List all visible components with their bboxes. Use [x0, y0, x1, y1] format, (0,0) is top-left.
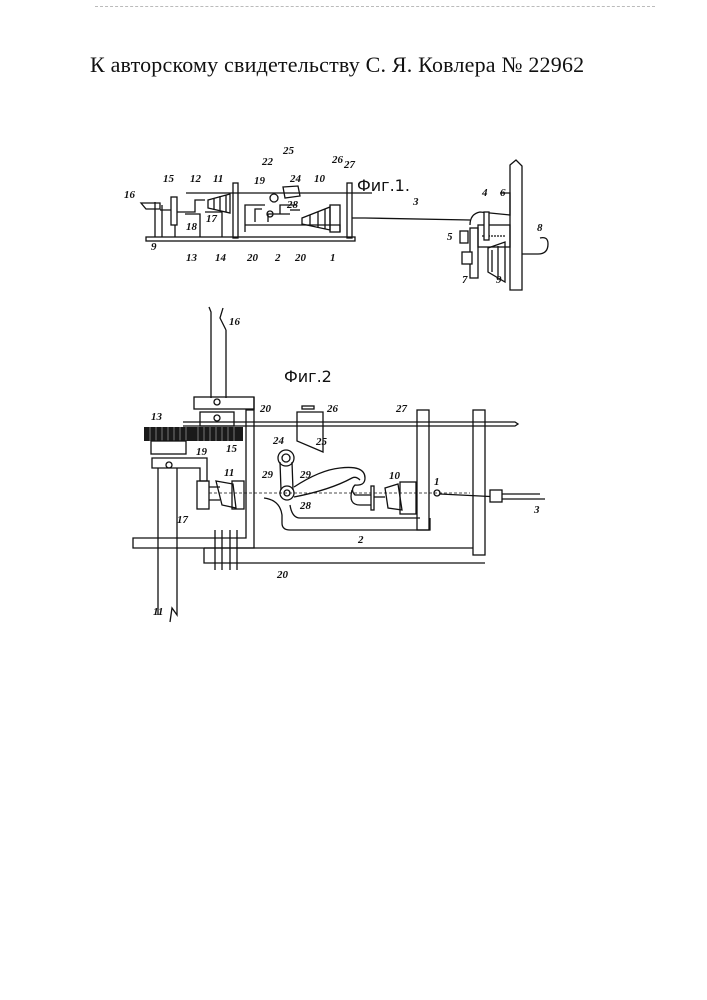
part-label: 7 — [462, 274, 468, 286]
part-label: 9 — [151, 241, 157, 253]
part-label: 26 — [326, 403, 339, 415]
part-label: 16 — [229, 316, 241, 328]
part-label: 20 — [259, 403, 272, 415]
part-label: 20 — [294, 252, 307, 264]
part-label: 28 — [299, 500, 312, 512]
part-label: 19 — [196, 446, 208, 458]
part-label: 10 — [314, 173, 326, 185]
part-label: 27 — [395, 403, 408, 415]
part-label: 29 — [299, 469, 312, 481]
part-label: 6 — [500, 187, 506, 199]
part-label: 24 — [272, 435, 285, 447]
part-label: 15 — [226, 443, 238, 455]
part-label: 12 — [190, 173, 202, 185]
part-label: 24 — [289, 173, 302, 185]
figure-1-title: Фиг.1. — [357, 176, 410, 195]
part-label: 28 — [286, 199, 299, 211]
part-label: 5 — [447, 231, 453, 243]
figure-2 — [133, 307, 545, 622]
part-label: 22 — [261, 156, 274, 168]
part-label: 20 — [246, 252, 259, 264]
part-label: 1 — [434, 476, 440, 488]
part-label: 16 — [124, 189, 136, 201]
part-label: 27 — [343, 159, 356, 171]
part-label: 26 — [331, 154, 344, 166]
part-label: 17 — [206, 213, 218, 225]
part-label: 25 — [315, 436, 328, 448]
part-label: 11 — [153, 606, 163, 618]
part-label: 13 — [186, 252, 198, 264]
part-label: 3 — [412, 196, 419, 208]
part-label: 19 — [254, 175, 266, 187]
part-label: 29 — [261, 469, 274, 481]
part-label: 13 — [151, 411, 163, 423]
part-label: 14 — [215, 252, 227, 264]
part-label: 11 — [213, 173, 223, 185]
part-label: 15 — [163, 173, 175, 185]
part-label: 10 — [389, 470, 401, 482]
part-label: 17 — [177, 514, 189, 526]
part-label: 11 — [224, 467, 234, 479]
figure-1-labels: 16 15 12 11 19 22 25 24 26 27 10 28 18 1… — [124, 145, 543, 286]
part-label: 4 — [481, 187, 488, 199]
part-label: 1 — [330, 252, 336, 264]
part-label: 8 — [537, 222, 543, 234]
part-label: 2 — [274, 252, 281, 264]
part-label: 9 — [496, 274, 502, 286]
part-label: 3 — [533, 504, 540, 516]
part-label: 25 — [282, 145, 295, 157]
part-label: 20 — [276, 569, 289, 581]
part-label: 18 — [186, 221, 198, 233]
figure-2-title: Фиг.2 — [284, 367, 332, 386]
figure-1 — [141, 160, 548, 290]
part-label: 2 — [357, 534, 364, 546]
